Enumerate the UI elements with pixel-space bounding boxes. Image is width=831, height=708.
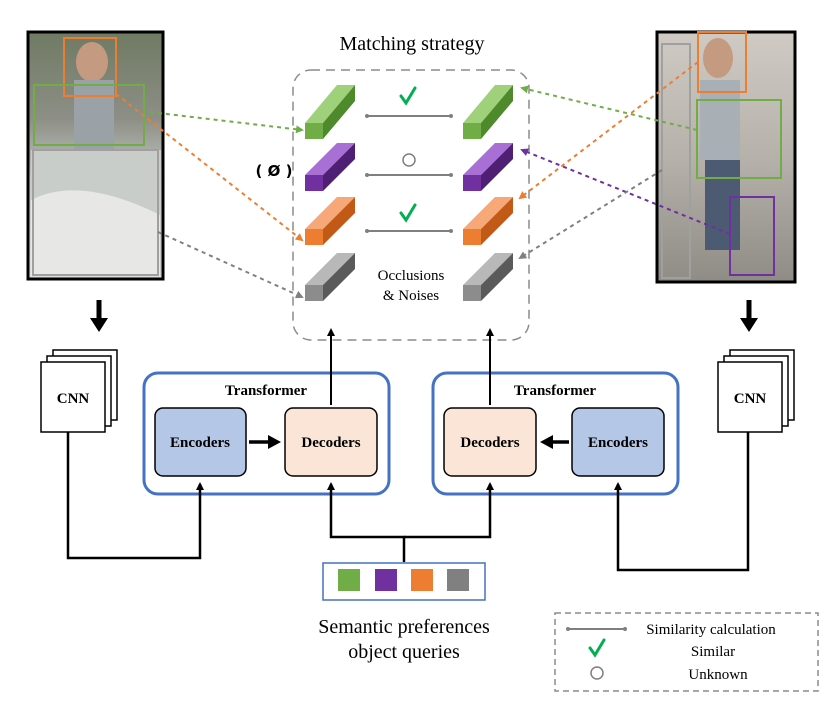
- right-transformer-title: Transformer: [514, 383, 597, 399]
- left-encoders-label: Encoders: [170, 435, 230, 451]
- object-queries-box: [322, 562, 486, 601]
- right-green-feature: [463, 85, 513, 139]
- left-cnn-to-encoder-arrow: [66, 432, 204, 560]
- left-transformer: Transformer Encoders Decoders: [142, 371, 391, 496]
- right-person-photo: [655, 30, 797, 284]
- left-encoders-box: [154, 407, 247, 477]
- query-green-swatch: [338, 569, 360, 591]
- similar-check-icon: [399, 86, 417, 106]
- right-cnn-to-encoder-arrow: [614, 432, 750, 572]
- right-transformer: Transformer Decoders Encoders: [431, 371, 680, 496]
- matching-strategy-title: Matching strategy: [340, 33, 485, 55]
- right-green-connector: [520, 85, 698, 131]
- right-orange-connector: [518, 61, 699, 200]
- legend-similarity-label: Similarity calculation: [646, 622, 776, 638]
- queries-to-left-decoder-arrow: [327, 482, 406, 562]
- noises-label: & Noises: [383, 288, 439, 304]
- left-person-photo: [26, 30, 165, 281]
- left-transformer-title: Transformer: [225, 383, 308, 399]
- right-purple-feature: [463, 143, 513, 191]
- right-decoders-box: [443, 407, 537, 477]
- unknown-circle-icon: [402, 153, 416, 167]
- similarity-line-purple: [365, 173, 453, 177]
- left-cnn-block: CNN: [40, 349, 118, 433]
- similarity-line-green: [365, 114, 453, 118]
- left-orange-feature: [305, 197, 355, 245]
- query-purple-swatch: [375, 569, 397, 591]
- left-down-arrow: [90, 300, 108, 332]
- right-encoders-label: Encoders: [588, 435, 648, 451]
- right-gray-feature: [463, 253, 513, 301]
- left-cnn-label: CNN: [57, 391, 90, 407]
- right-decoders-label: Decoders: [460, 435, 519, 451]
- legend: Similarity calculation Similar Unknown: [554, 612, 819, 692]
- right-cnn-label: CNN: [734, 391, 767, 407]
- queries-caption-line1: Semantic preferences: [318, 616, 490, 638]
- left-decoders-label: Decoders: [301, 435, 360, 451]
- legend-unknown-label: Unknown: [688, 667, 748, 683]
- query-orange-swatch: [411, 569, 433, 591]
- matching-strategy-box: [292, 69, 530, 341]
- left-gray-connector: [157, 231, 304, 299]
- right-down-arrow: [740, 300, 758, 332]
- left-green-feature: [305, 85, 355, 139]
- empty-set-label: ( Ø ): [256, 162, 293, 180]
- right-cnn-block: CNN: [717, 349, 795, 433]
- right-orange-feature: [463, 197, 513, 245]
- similar-check-icon: [399, 203, 417, 223]
- legend-circle-icon: [590, 666, 604, 680]
- right-encoders-box: [571, 407, 665, 477]
- legend-similar-label: Similar: [691, 644, 735, 660]
- query-gray-swatch: [447, 569, 469, 591]
- queries-caption-line2: object queries: [348, 641, 460, 663]
- left-purple-feature: [305, 143, 355, 191]
- similarity-line-orange: [365, 229, 453, 233]
- legend-check-icon: [588, 638, 606, 658]
- left-decoders-box: [284, 407, 378, 477]
- occlusions-label: Occlusions: [378, 268, 445, 284]
- queries-to-right-decoder-arrow: [404, 482, 494, 539]
- left-gray-feature: [305, 253, 355, 301]
- left-green-connector: [149, 111, 304, 134]
- right-gray-connector: [518, 169, 663, 260]
